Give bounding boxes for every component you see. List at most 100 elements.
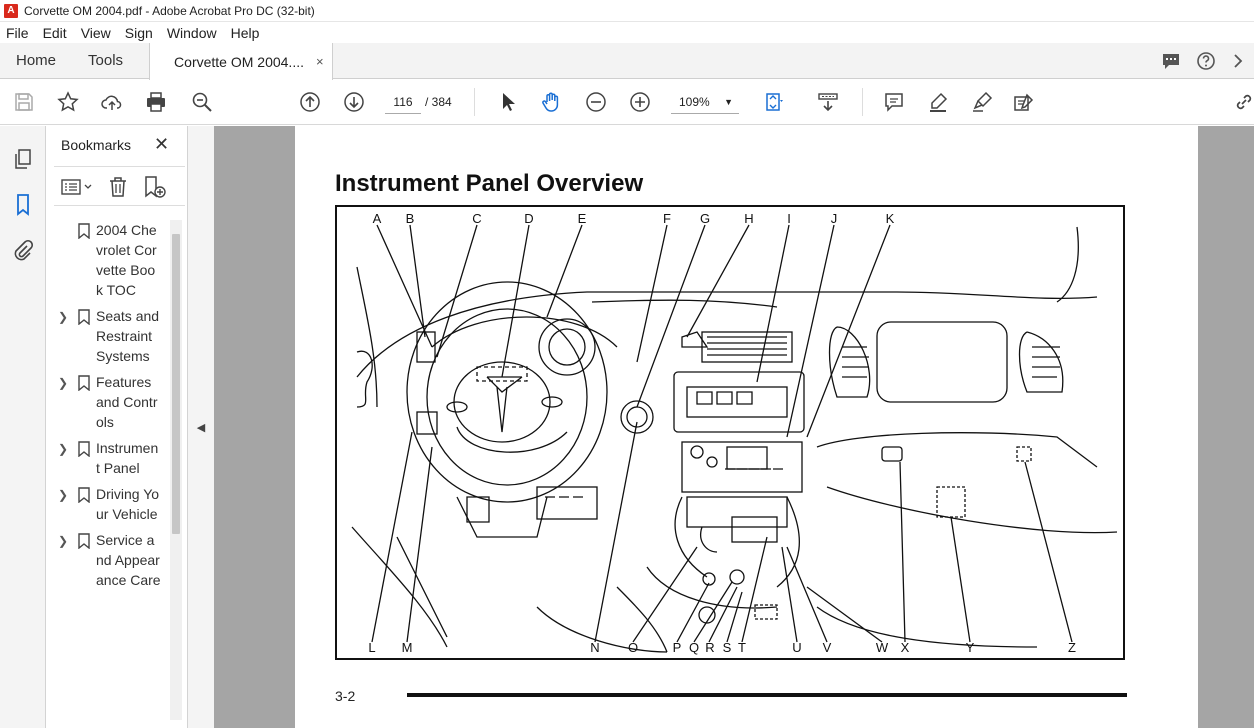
bookmarks-panel-icon[interactable] <box>10 192 36 218</box>
bookmark-item-label: 2004 Chevrolet Corvette Book TOC <box>96 222 157 298</box>
new-bookmark-icon[interactable] <box>142 175 168 199</box>
attachments-paperclip-icon[interactable] <box>10 238 36 264</box>
zoom-out-icon[interactable] <box>578 84 614 120</box>
bookmark-item-toc[interactable]: 2004 Chevrolet Corvette Book TOC <box>54 220 172 300</box>
chevron-left-icon: ◀ <box>196 421 206 434</box>
menu-sign[interactable]: Sign <box>124 24 153 41</box>
page-fit-icon[interactable] <box>756 84 792 120</box>
callout-label: E <box>578 211 587 226</box>
callout-label: T <box>738 640 746 655</box>
bookmarks-tools <box>54 166 185 206</box>
menu-edit[interactable]: Edit <box>42 24 67 41</box>
save-icon[interactable] <box>6 84 42 120</box>
bookmark-ribbon-icon <box>72 530 96 590</box>
menu-file[interactable]: File <box>6 24 29 41</box>
bookmarks-panel: Bookmarks ✕ 2004 Chevrolet Corvette Book… <box>46 126 188 728</box>
link-icon[interactable] <box>1226 84 1254 120</box>
callout-label: O <box>628 640 638 655</box>
bookmark-item-features[interactable]: ❯ Features and Controls <box>54 372 172 432</box>
select-cursor-icon[interactable] <box>490 84 526 120</box>
scroll-mode-icon[interactable] <box>810 84 846 120</box>
callout-label: L <box>368 640 375 655</box>
zoom-level-select[interactable]: 109% ▼ <box>671 90 739 114</box>
callout-label: H <box>744 211 753 226</box>
zoom-level-value: 109% <box>679 95 710 109</box>
bookmarks-list: 2004 Chevrolet Corvette Book TOC ❯ Seats… <box>54 220 172 596</box>
scrollbar-thumb[interactable] <box>172 234 180 534</box>
add-comment-icon[interactable] <box>876 84 912 120</box>
navigation-rail <box>0 126 46 728</box>
callout-label: F <box>663 211 671 226</box>
chevron-down-icon: ▼ <box>724 97 733 107</box>
hand-tool-icon[interactable] <box>534 84 570 120</box>
tabbar-right-icons <box>1160 43 1254 78</box>
callout-label: A <box>373 211 382 226</box>
tab-tools[interactable]: Tools <box>88 52 124 69</box>
menu-window[interactable]: Window <box>166 24 217 41</box>
page-number-input[interactable]: 116 <box>385 90 421 114</box>
bookmark-item-label: Service and Appearance Care <box>96 532 161 588</box>
pdf-page: Instrument Panel Overview <box>295 126 1198 728</box>
callout-label: X <box>901 640 910 655</box>
bookmark-ribbon-icon <box>72 372 96 432</box>
toolbar-separator <box>862 88 863 116</box>
zoom-search-icon[interactable] <box>184 84 220 120</box>
trash-icon[interactable] <box>106 175 130 199</box>
page-total-label: / 384 <box>425 95 452 109</box>
chevron-right-icon[interactable]: ❯ <box>57 534 69 548</box>
callout-label: Z <box>1068 640 1076 655</box>
tab-document[interactable]: Corvette OM 2004.... × <box>149 43 333 80</box>
bookmark-ribbon-icon <box>72 484 96 524</box>
comment-bubble-icon[interactable] <box>1160 50 1182 72</box>
chevron-right-icon[interactable]: ❯ <box>57 310 69 324</box>
page-thumbnails-icon[interactable] <box>10 146 36 172</box>
bookmark-ribbon-icon <box>72 438 96 478</box>
callout-label: I <box>787 211 791 226</box>
menu-help[interactable]: Help <box>230 24 260 41</box>
callout-label: Q <box>689 640 699 655</box>
callout-label: D <box>524 211 533 226</box>
callout-label: G <box>700 211 710 226</box>
callout-label: B <box>406 211 415 226</box>
main-toolbar <box>0 80 1254 125</box>
bookmark-ribbon-icon <box>72 220 96 300</box>
tab-scroll-right-icon[interactable] <box>1230 51 1246 71</box>
close-tab-icon[interactable]: × <box>316 54 324 69</box>
bookmarks-panel-title: Bookmarks <box>61 137 132 153</box>
tab-home[interactable]: Home <box>16 52 57 69</box>
bookmarks-scrollbar[interactable] <box>170 220 182 720</box>
bookmark-options-icon[interactable] <box>60 176 96 198</box>
callout-label: C <box>472 211 481 226</box>
chevron-right-icon[interactable]: ❯ <box>57 376 69 390</box>
bookmark-item-driving[interactable]: ❯ Driving Your Vehicle <box>54 484 172 524</box>
window-titlebar: A Corvette OM 2004.pdf - Adobe Acrobat P… <box>0 0 1254 22</box>
dashboard-line-art: A B C D E F G H I J K L M N O P Q <box>351 211 1118 655</box>
callout-label: Y <box>966 640 975 655</box>
sign-pen-icon[interactable] <box>964 84 1000 120</box>
acrobat-logo-icon: A <box>4 3 18 18</box>
document-viewport[interactable]: Instrument Panel Overview <box>214 126 1254 728</box>
bookmark-item-instrument-panel[interactable]: ❯ Instrument Panel <box>54 438 172 478</box>
help-icon[interactable] <box>1196 51 1216 71</box>
bookmark-item-label: Instrument Panel <box>96 440 159 476</box>
zoom-in-icon[interactable] <box>622 84 658 120</box>
close-panel-icon[interactable]: ✕ <box>154 134 170 154</box>
star-bookmark-icon[interactable] <box>50 84 86 120</box>
upload-cloud-icon[interactable] <box>94 84 130 120</box>
menu-view[interactable]: View <box>80 24 111 41</box>
bookmark-item-seats[interactable]: ❯ Seats and Restraint Systems <box>54 306 172 366</box>
callout-label: R <box>705 640 714 655</box>
footer-rule <box>407 693 1127 697</box>
chevron-right-icon[interactable]: ❯ <box>57 442 69 456</box>
bookmark-item-service[interactable]: ❯ Service and Appearance Care <box>54 530 172 590</box>
highlight-pen-icon[interactable] <box>920 84 956 120</box>
fill-sign-icon[interactable] <box>1006 84 1042 120</box>
print-icon[interactable] <box>138 84 174 120</box>
collapse-panel-handle[interactable]: ◀ <box>188 126 214 728</box>
next-page-icon[interactable] <box>336 84 372 120</box>
callout-label: N <box>590 640 599 655</box>
menu-bar: File Edit View Sign Window Help <box>0 22 1254 43</box>
previous-page-icon[interactable] <box>292 84 328 120</box>
document-scrollbar[interactable] <box>1236 126 1254 728</box>
chevron-right-icon[interactable]: ❯ <box>57 488 69 502</box>
